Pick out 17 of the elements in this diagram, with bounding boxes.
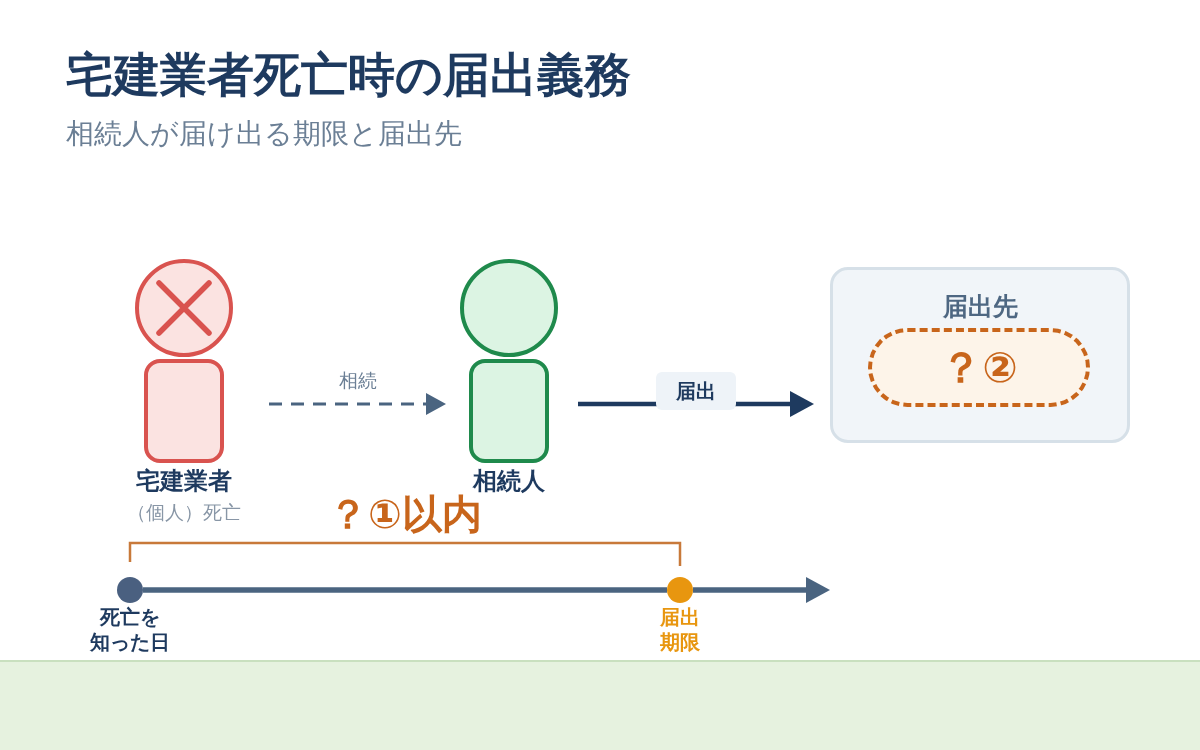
person-note: （個人）死亡	[126, 500, 242, 525]
edge-label: 届出	[656, 372, 736, 410]
timeline-line	[143, 587, 667, 593]
title: 宅建業者死亡時の届出義務	[66, 46, 631, 104]
timeline-dot	[117, 577, 143, 603]
edge-label: 相続	[338, 368, 377, 393]
person-name: 宅建業者	[135, 466, 233, 497]
person-name: 相続人	[472, 466, 546, 495]
panel-title: 届出先	[941, 291, 1019, 323]
answer-field: ？②	[868, 328, 1090, 407]
timeline-caption: 届出期限	[659, 605, 701, 655]
timeline-dot	[667, 577, 693, 603]
subtitle: 相続人が届け出る期限と届出先	[66, 116, 462, 152]
destination-panel	[830, 267, 1130, 443]
timeline-caption: 死亡を知った日	[89, 605, 171, 655]
timeline-arrow	[693, 577, 830, 603]
dashed-arrow	[269, 393, 446, 415]
